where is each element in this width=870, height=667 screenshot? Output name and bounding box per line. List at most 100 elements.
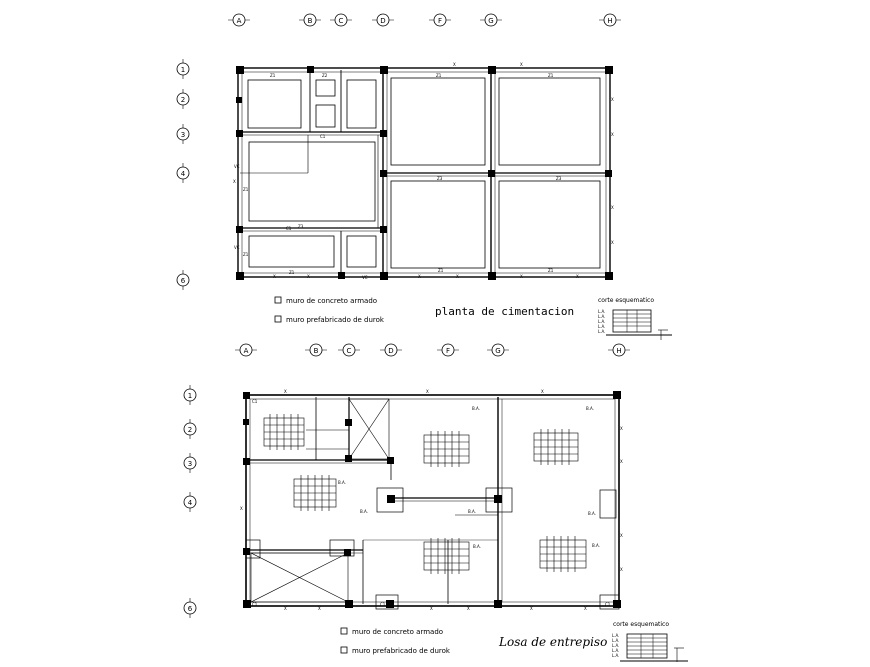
legend-label: muro prefabricado de durok xyxy=(352,647,451,655)
column xyxy=(488,272,496,280)
column xyxy=(380,66,388,74)
slab-annotations: X X X X X X X X X X X X X X B.A. B.A. B.… xyxy=(240,389,623,611)
level-label: L.A. xyxy=(612,653,619,658)
mark-x: X xyxy=(430,606,433,611)
axis-bubble: D xyxy=(380,343,402,357)
mark-ba: B.A. xyxy=(586,406,594,411)
column xyxy=(380,170,387,177)
column xyxy=(494,495,502,503)
axis-label: D xyxy=(380,17,385,25)
axis-label: B xyxy=(308,17,313,25)
mark-x: X xyxy=(620,459,623,464)
mark-x: X xyxy=(530,606,533,611)
axis-bubble: H xyxy=(599,13,621,27)
column xyxy=(345,455,352,462)
mark-x: X xyxy=(307,274,310,279)
column xyxy=(236,97,242,103)
axis-label: 4 xyxy=(181,170,186,178)
axis-label: B xyxy=(314,347,319,355)
column xyxy=(243,600,251,608)
mark-x: X xyxy=(584,606,587,611)
column xyxy=(613,391,621,399)
mark-c1: C1 xyxy=(320,134,326,139)
foundation-annotations: Z1 Z1 Z1 Z2 Z3 Z3 Z3 Z1 Z1 Z1 Z1 Z1 C1 C… xyxy=(233,62,614,280)
axis-label: H xyxy=(607,17,612,25)
rebar-grid xyxy=(533,429,579,465)
mark-ba: B.A. xyxy=(338,480,346,485)
mark-vc: VC xyxy=(234,164,240,169)
axis-bubble: G xyxy=(487,343,509,357)
rebar-grid xyxy=(423,538,470,574)
slab-outline xyxy=(245,394,620,607)
column xyxy=(605,272,613,280)
axis-bubble: 4 xyxy=(176,163,190,183)
axis-label: D xyxy=(388,347,393,355)
top-section-detail: corte esquematico L.A. L.A. L.A. L.A. L.… xyxy=(598,297,672,340)
bottom-column-axes: A B C D F G H xyxy=(235,343,630,357)
column xyxy=(307,66,314,73)
axis-bubble: 6 xyxy=(183,598,197,618)
mark-ba: B.A. xyxy=(473,544,481,549)
axis-bubble: B xyxy=(305,343,327,357)
mark-z1: Z1 xyxy=(243,252,249,257)
level-label: L.A. xyxy=(612,643,619,648)
column xyxy=(243,419,249,425)
section-title: corte esquematico xyxy=(613,621,669,628)
axis-label: F xyxy=(446,347,450,355)
rebar-grid xyxy=(423,431,470,467)
column xyxy=(386,600,394,608)
axis-bubble: G xyxy=(480,13,502,27)
mark-z3: Z3 xyxy=(556,176,562,181)
mark-x: X xyxy=(456,274,459,279)
axis-bubble: C xyxy=(338,343,360,357)
axis-label: 3 xyxy=(181,131,185,139)
mark-z2: Z2 xyxy=(322,73,328,78)
axis-bubble: A xyxy=(228,13,250,27)
bottom-row-axes: 1 2 3 4 6 xyxy=(183,385,197,618)
mark-z1: Z1 xyxy=(243,187,249,192)
axis-label: 6 xyxy=(181,277,186,285)
axis-label: A xyxy=(237,17,242,25)
mark-x: X xyxy=(520,62,523,67)
legend-label: muro prefabricado de durok xyxy=(286,316,385,324)
column xyxy=(387,495,395,503)
mark-x: X xyxy=(318,606,321,611)
column xyxy=(488,170,495,177)
level-label: L.A. xyxy=(598,319,605,324)
rebar-grid xyxy=(539,536,587,572)
level-label: L.A. xyxy=(612,633,619,638)
mark-ba: B.A. xyxy=(592,543,600,548)
mark-ba: B.A. xyxy=(468,509,476,514)
level-label: L.A. xyxy=(598,309,605,314)
column xyxy=(613,600,621,608)
axis-bubble: A xyxy=(235,343,257,357)
mark-x: X xyxy=(453,62,456,67)
level-label: L.A. xyxy=(598,329,605,334)
axis-label: 4 xyxy=(188,499,193,507)
column xyxy=(387,457,394,464)
mark-z3: Z3 xyxy=(298,224,304,229)
top-column-axes: A B C D F G H xyxy=(228,13,621,27)
legend-label: muro de concreto armado xyxy=(286,297,377,305)
column xyxy=(338,272,345,279)
mark-z1: Z1 xyxy=(548,73,554,78)
mark-x: X xyxy=(611,132,614,137)
mark-vc: VC xyxy=(234,245,240,250)
axis-bubble: 1 xyxy=(183,385,197,405)
column xyxy=(236,226,243,233)
mark-x: X xyxy=(611,205,614,210)
mark-z1: Z1 xyxy=(436,73,442,78)
mark-c1: C1 xyxy=(286,226,292,231)
mark-vc: VC xyxy=(362,275,368,280)
axis-label: H xyxy=(616,347,621,355)
top-plan: A B C D F G H 1 2 3 4 6 xyxy=(176,13,672,340)
mark-x: X xyxy=(520,274,523,279)
mark-ba: B.A. xyxy=(472,406,480,411)
top-row-axes: 1 2 3 4 6 xyxy=(176,59,190,290)
column xyxy=(236,130,243,137)
axis-bubble: 1 xyxy=(176,59,190,79)
bottom-section-detail: corte esquematico L.A. L.A. L.A. L.A. L.… xyxy=(612,621,688,662)
axis-bubble: 3 xyxy=(176,124,190,144)
mark-c1: C1 xyxy=(252,602,258,607)
